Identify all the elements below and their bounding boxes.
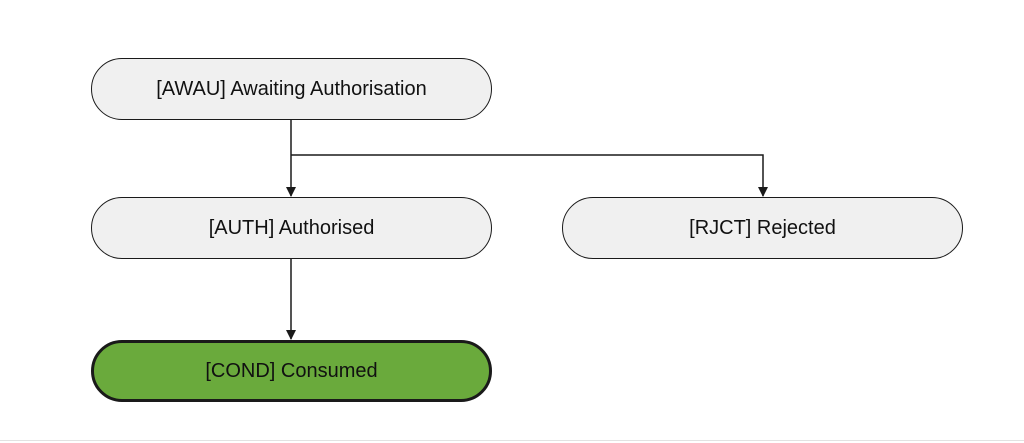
status-node-auth: [AUTH] Authorised — [91, 197, 492, 259]
status-node-label: [RJCT] Rejected — [689, 216, 836, 239]
status-node-label: [AUTH] Authorised — [208, 216, 375, 239]
status-node-label: [AWAU] Awaiting Authorisation — [156, 77, 427, 100]
status-node-cond: [COND] Consumed — [91, 340, 492, 402]
bottom-divider — [0, 440, 1024, 441]
status-node-label: [COND] Consumed — [205, 359, 378, 382]
status-node-awau: [AWAU] Awaiting Authorisation — [91, 58, 492, 120]
connector-awau-to-rjct — [291, 154, 768, 197]
status-node-rjct: [RJCT] Rejected — [562, 197, 963, 259]
